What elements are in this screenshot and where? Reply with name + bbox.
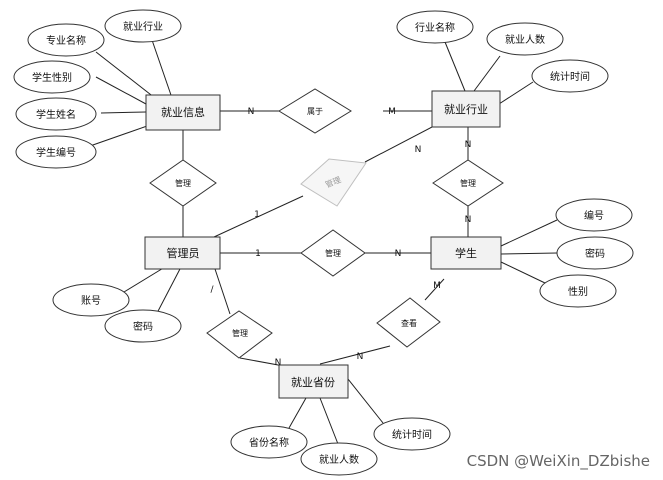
cardinality-label: N — [357, 352, 364, 362]
attribute-label: 性别 — [568, 285, 588, 298]
attribute-student-no: 学生编号 — [15, 135, 97, 169]
attribute-no: 编号 — [555, 198, 633, 232]
entity-label: 学生 — [455, 246, 477, 260]
relationship-belongs: 属于 — [278, 88, 352, 134]
entity-label: 就业行业 — [444, 102, 488, 116]
cardinality-label: 1 — [254, 210, 260, 220]
attribute-label: 专业名称 — [46, 34, 86, 47]
entity-employment-info: 就业信息 — [145, 94, 221, 131]
relationship-manage-province: 管理 — [206, 310, 273, 359]
attribute-industry: 就业行业 — [104, 9, 182, 43]
attribute-major-name: 专业名称 — [27, 23, 105, 57]
attribute-label: 密码 — [133, 320, 153, 333]
attribute-industry-name: 行业名称 — [396, 10, 474, 44]
attribute-label: 行业名称 — [415, 21, 455, 34]
attribute-label: 密码 — [585, 247, 605, 260]
entity-employment-province: 就业省份 — [278, 364, 349, 399]
cardinality-label: N — [275, 358, 282, 368]
attribute-label: 统计时间 — [392, 428, 432, 441]
relationship-manage-industry: 管理 — [300, 158, 367, 207]
relationship-view: 查看 — [376, 297, 441, 348]
attribute-account: 账号 — [52, 283, 130, 317]
relationship-label: 管理 — [232, 328, 248, 338]
relationship-manage-student: 管理 — [300, 229, 366, 277]
attribute-label: 账号 — [81, 295, 101, 307]
attribute-employed-count-industry: 就业人数 — [486, 22, 564, 56]
entity-label: 就业省份 — [291, 375, 335, 389]
attribute-employed-count-province: 就业人数 — [300, 442, 378, 476]
attribute-label: 统计时间 — [550, 70, 590, 83]
entity-employment-industry: 就业行业 — [431, 90, 501, 128]
cardinality-label: / — [210, 285, 214, 295]
cardinality-label: N — [248, 107, 255, 117]
attribute-label: 就业人数 — [319, 453, 359, 466]
relationship-label: 管理 — [325, 248, 341, 258]
cardinality-label: M — [433, 281, 441, 291]
relationship-label: 查看 — [401, 318, 417, 328]
entity-label: 就业信息 — [161, 105, 205, 119]
relationship-label: 属于 — [307, 107, 323, 116]
cardinality-label: 1 — [255, 249, 261, 259]
relationship-label: 管理 — [460, 178, 476, 188]
cardinality-label: N — [395, 249, 402, 259]
cardinality-label: N — [415, 145, 422, 155]
attribute-student-name: 学生姓名 — [15, 97, 97, 131]
attribute-label: 学生性别 — [32, 71, 72, 84]
attribute-province-name: 省份名称 — [230, 425, 308, 459]
cardinality-label: N — [465, 215, 472, 225]
relationship-manage-info: 管理 — [149, 159, 217, 207]
attribute-student-gender: 学生性别 — [13, 60, 91, 94]
entity-label: 管理员 — [167, 246, 200, 260]
attribute-password-student: 密码 — [556, 236, 634, 270]
attribute-stat-time-industry: 统计时间 — [531, 59, 609, 93]
cardinality-label: N — [465, 140, 472, 150]
attribute-label: 学生编号 — [36, 146, 76, 159]
attribute-label: 编号 — [584, 209, 604, 222]
attribute-label: 省份名称 — [249, 436, 289, 449]
attribute-label: 学生姓名 — [36, 108, 76, 121]
attribute-gender: 性别 — [539, 274, 617, 308]
attribute-password-admin: 密码 — [104, 309, 182, 343]
cardinality-label: M — [388, 107, 396, 117]
edges — [89, 39, 558, 445]
relationship-manage-student-industry: 管理 — [432, 159, 504, 207]
attribute-stat-time-province: 统计时间 — [373, 417, 451, 451]
relationship-label: 管理 — [175, 178, 191, 188]
watermark: CSDN @WeiXin_DZbishe — [467, 452, 650, 471]
entity-admin: 管理员 — [144, 236, 221, 270]
attribute-label: 就业人数 — [505, 33, 545, 46]
entity-student: 学生 — [430, 236, 502, 270]
cardinality-labels: N M N 1 N N 1 N / N M N — [210, 107, 471, 368]
attribute-label: 就业行业 — [123, 20, 163, 33]
